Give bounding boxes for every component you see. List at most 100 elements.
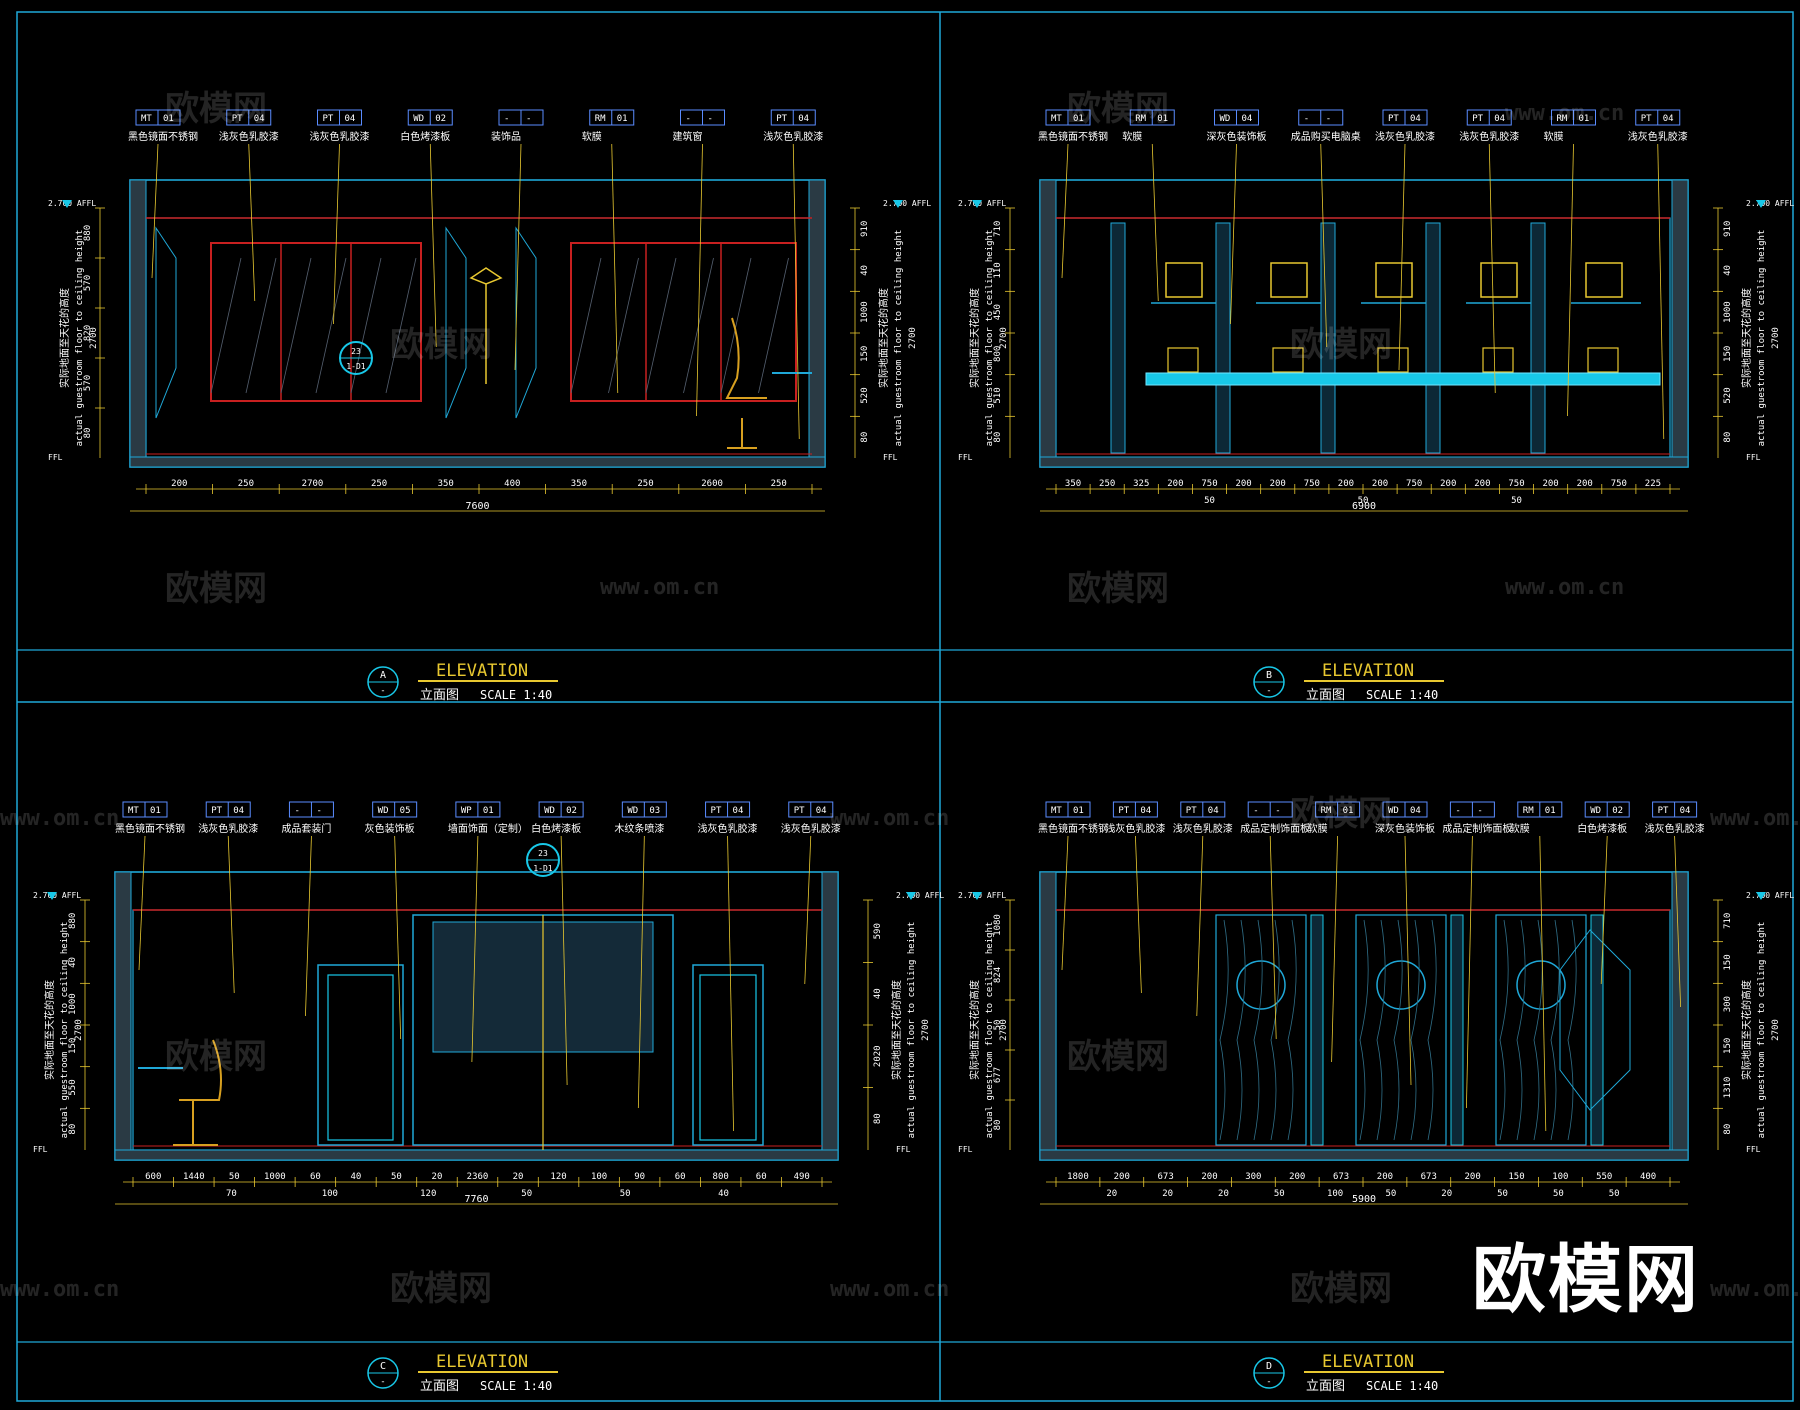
elevation-sheet-ref: - [1266,1377,1271,1387]
watermark-text: 欧模网 [1290,1269,1392,1309]
dimension-value: 1800 [1067,1172,1089,1182]
vertical-dimension-value: 80 [1723,432,1733,443]
tag-code: - [1253,806,1258,816]
dimension-value: 250 [238,479,254,489]
tag-number: 05 [400,806,411,816]
vertical-dimension-value: 450 [993,304,1003,320]
level-floor-label: FFL [1746,453,1761,462]
tag-number: 04 [345,114,356,124]
leader-line [1320,143,1328,348]
tag-description: 深灰色装饰板 [1375,822,1435,835]
vertical-dimension-value: 40 [68,957,78,968]
wood-grain [1236,919,1246,1141]
dimension-sub-value: 100 [322,1189,338,1199]
dimension-sub-value: 20 [1441,1189,1452,1199]
tag-code: WD [627,806,638,816]
dimension-value: 750 [1611,479,1627,489]
dimension-sub-value: 40 [718,1189,729,1199]
floor-slab [129,456,826,468]
elevation-scale: SCALE 1:40 [480,688,552,702]
tag-code: RM [595,114,606,124]
tag-code: - [686,114,691,124]
height-caption-cn: 实际地面至天花的高度 [43,980,56,1080]
tag-number: 01 [617,114,628,124]
tag-code: RM [1523,806,1534,816]
dimension-value: 60 [756,1172,767,1182]
elevation-sheet-ref: - [1266,686,1271,696]
dimension-value: 200 [1338,479,1354,489]
height-caption-cn: 实际地面至天花的高度 [58,288,71,388]
vertical-dimension-value: 880 [83,225,93,241]
sheet-border [16,11,1794,1402]
elevation-id: A [380,670,386,681]
elevation-title: ELEVATION [1322,1352,1414,1372]
glass-hatch [758,257,789,394]
height-caption-cn: 实际地面至天花的高度 [968,288,981,388]
tag-code: RM [1557,114,1568,124]
tag-code: MT [128,806,139,816]
height-caption-en: actual guestroom floor to ceiling height [985,230,995,447]
wall-frame-4 [1480,262,1518,298]
dimension-value: 400 [1640,1172,1656,1182]
tag-description: 软膜 [1122,130,1142,143]
watermark-text: 欧模网 [1290,794,1392,834]
elevation-title: ELEVATION [1322,661,1414,681]
watermark-text: 欧模网 [165,569,267,609]
tag-description: 软膜 [1544,130,1564,143]
height-caption-en: actual guestroom floor to ceiling height [1757,230,1767,447]
leader-line [1196,835,1204,1017]
level-floor-label: FFL [1746,1145,1761,1154]
wall-section-right [1671,179,1689,468]
elevation-scale: SCALE 1:40 [1366,1379,1438,1393]
dimension-value: 20 [432,1172,443,1182]
leader-line [696,143,703,417]
tag-description: 黑色镜面不锈钢 [115,822,185,835]
tag-description: 浅灰色乳胶漆 [698,822,758,835]
tag-code: WD [413,114,424,124]
wood-grain [1376,919,1386,1141]
dimension-sub-value: 50 [1609,1189,1620,1199]
height-total-value: 2700 [908,327,918,349]
height-total-value: 2700 [74,1019,84,1041]
watermark-text: 欧模网 [1067,1037,1169,1077]
watermark-text: www.om.cn [1710,1277,1800,1302]
level-top-label: 2.700 AFFL [883,199,931,208]
height-caption-cn: 实际地面至天花的高度 [968,980,981,1080]
tag-code: PT [1658,806,1669,816]
dimension-value: 200 [1235,479,1251,489]
elevation-title: ELEVATION [436,1352,528,1372]
padded-panel-1 [155,226,177,419]
tag-number: 01 [1157,114,1168,124]
tag-code: PT [232,114,243,124]
tag-code: PT [323,114,334,124]
glass-hatch [385,257,417,394]
dimension-total: 6900 [1352,501,1376,512]
dimension-sub-value: 100 [1327,1189,1343,1199]
tag-number: 04 [798,114,809,124]
dimension-value: 200 [171,479,187,489]
tag-code: PT [211,806,222,816]
dimension-sub-value: 50 [1358,496,1369,506]
tag-description: 黑色镜面不锈钢 [1038,130,1108,143]
floor-slab [1039,1149,1689,1161]
height-caption-en: actual guestroom floor to ceiling height [985,922,995,1139]
leader-line [248,143,256,302]
leader-line [1488,143,1496,394]
level-top-label: 2.700 AFFL [958,199,1006,208]
leader-line [514,143,522,371]
leader-line [1398,143,1406,371]
door-left-leaf [327,974,394,1141]
dimension-sub-value: 20 [1218,1189,1229,1199]
watermark-text: 欧模网 [165,1037,267,1077]
